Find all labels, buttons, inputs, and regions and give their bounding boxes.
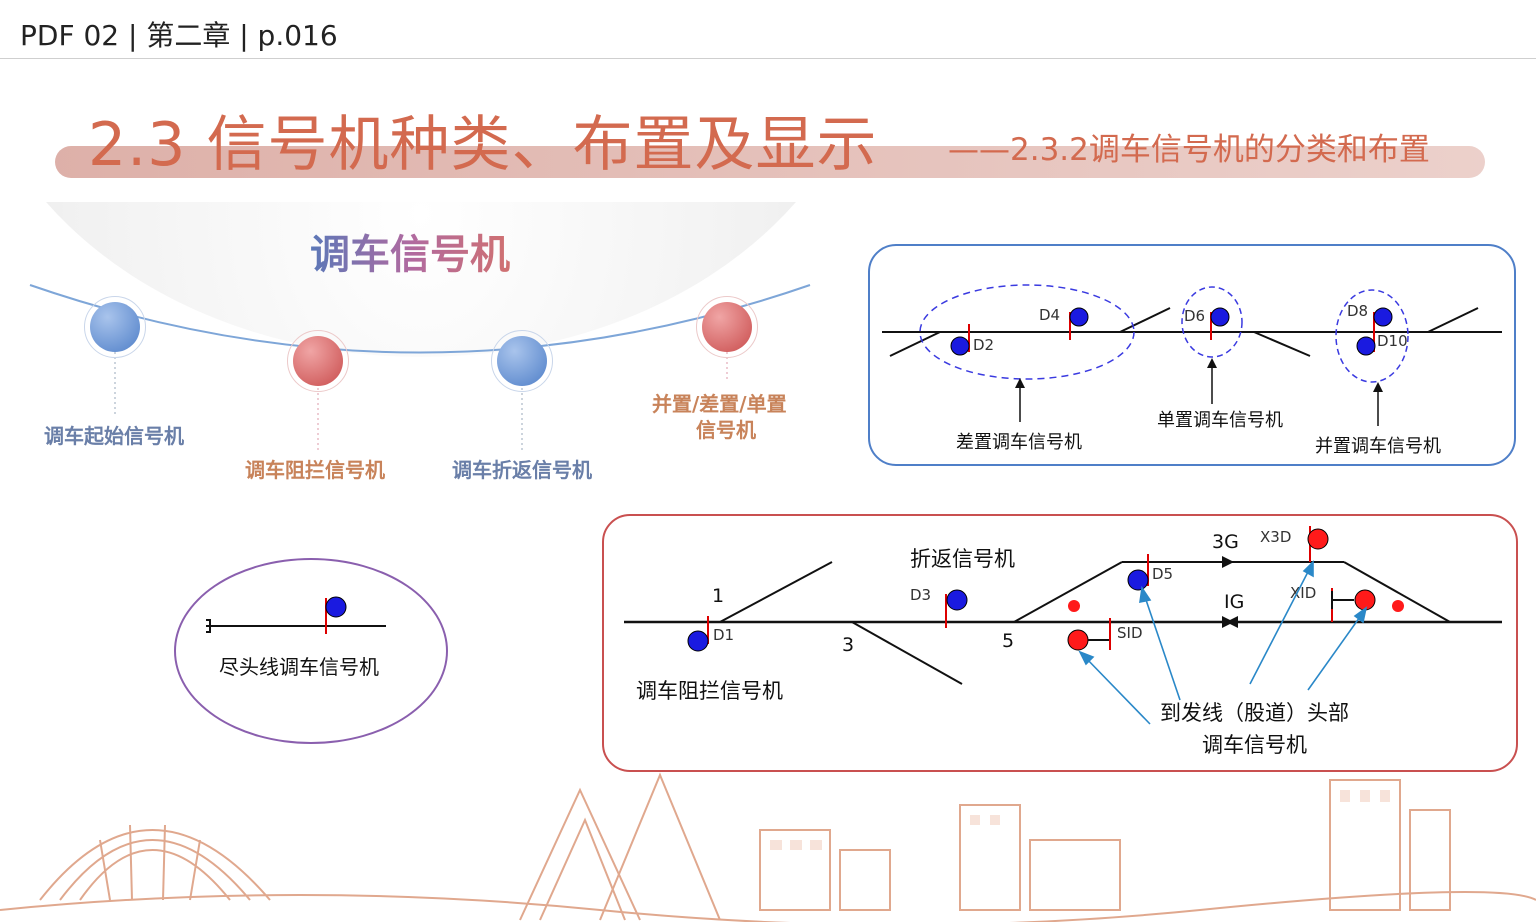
signal-label-d2: D2 <box>973 336 994 354</box>
category-label-placement-2: 信号机 <box>696 418 756 442</box>
category-label-turnback: 调车折返信号机 <box>452 458 592 482</box>
deadend-diagram-box <box>174 558 448 744</box>
label-block-signal: 调车阻拦信号机 <box>636 679 783 703</box>
signal-label-sid: SID <box>1117 624 1143 642</box>
station-diagram-box <box>602 514 1518 772</box>
signal-label-d4: D4 <box>1039 306 1060 324</box>
label-track-head-2: 调车信号机 <box>1202 733 1307 757</box>
signal-label-d5: D5 <box>1152 565 1173 583</box>
placement-diagram: D2 D4 D6 D8 D10 差置调车信号机 单置调车信号机 并置调车信号机 <box>882 284 1502 457</box>
track-label-5: 5 <box>1002 630 1014 652</box>
page-header-text: PDF 02 | 第二章 | p.016 <box>20 19 338 52</box>
title-band <box>55 146 1485 178</box>
category-dot-turnback <box>491 330 553 392</box>
signal-label-x3d: X3D <box>1260 528 1291 546</box>
label-track-head-1: 到发线（股道）头部 <box>1160 701 1349 725</box>
category-dot-placement <box>696 296 758 358</box>
label-single-signal: 单置调车信号机 <box>1157 410 1283 431</box>
signal-label-d10: D10 <box>1377 332 1408 350</box>
label-offset-signal: 差置调车信号机 <box>956 432 1082 453</box>
signal-label-d8: D8 <box>1347 302 1368 320</box>
placement-diagram-box <box>868 244 1516 466</box>
track-label-ig: IG <box>1224 591 1244 613</box>
deadend-diagram: 尽头线调车信号机 <box>206 596 386 679</box>
category-label-placement-1: 并置/差置/单置 <box>652 392 787 416</box>
campus-skyline-illustration <box>0 772 1536 922</box>
label-deadend-signal: 尽头线调车信号机 <box>219 655 379 679</box>
label-turnback-signal: 折返信号机 <box>910 547 1015 571</box>
label-parallel-signal: 并置调车信号机 <box>1315 436 1441 457</box>
category-dot-start <box>84 296 146 358</box>
track-label-3g: 3G <box>1212 531 1239 553</box>
category-label-start: 调车起始信号机 <box>44 424 184 448</box>
category-label-block: 调车阻拦信号机 <box>245 458 385 482</box>
signal-label-d6: D6 <box>1184 307 1205 325</box>
slide-subtitle: ——2.3.2调车信号机的分类和布置 <box>948 132 1430 168</box>
category-heading: 调车信号机 <box>310 222 510 280</box>
slide-title: 2.3 信号机种类、布置及显示 <box>88 110 878 180</box>
station-diagram: D1 D3 D5 X3D XID SID 1 3 5 3G IG 折返信号机 调… <box>624 526 1502 757</box>
page-header: PDF 02 | 第二章 | p.016 <box>0 0 1536 59</box>
signal-label-d1: D1 <box>713 626 734 644</box>
signal-label-xid: XID <box>1290 584 1316 602</box>
track-label-1: 1 <box>712 585 724 607</box>
track-label-3: 3 <box>842 634 854 656</box>
category-dot-block <box>287 330 349 392</box>
category-arc <box>26 202 816 362</box>
signal-label-d3: D3 <box>910 586 931 604</box>
